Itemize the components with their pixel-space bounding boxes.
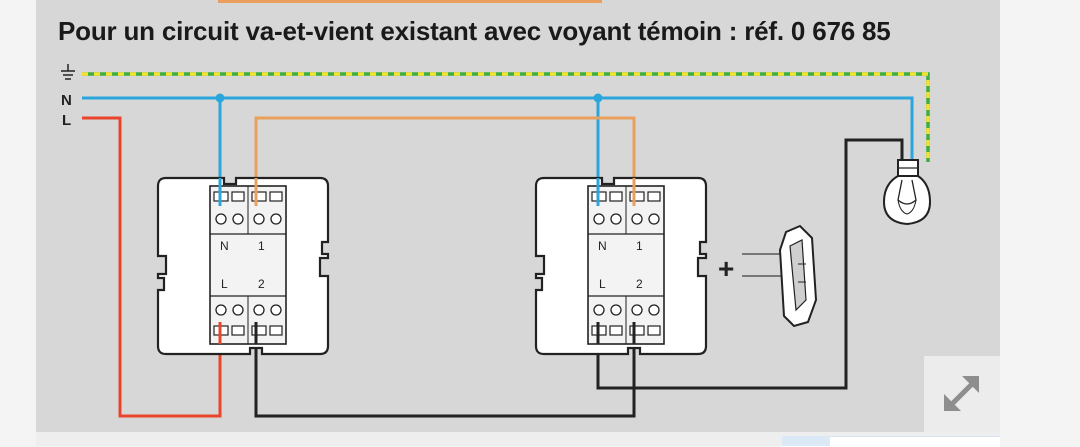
traveller-return-wire bbox=[254, 322, 636, 418]
switch-left-terminal-1: 1 bbox=[258, 239, 265, 253]
neutral-junction-right bbox=[593, 93, 603, 103]
bottom-strip bbox=[36, 432, 1000, 446]
switch-left-terminal-n: N bbox=[220, 239, 229, 253]
traveller-wire bbox=[254, 116, 636, 205]
neutral-junction-left bbox=[215, 93, 225, 103]
light-bulb-icon bbox=[882, 159, 932, 226]
bottom-tab[interactable] bbox=[782, 436, 1000, 447]
expand-button[interactable] bbox=[924, 356, 1000, 432]
neutral-label: N bbox=[61, 92, 72, 109]
switch-right-terminal-l: L bbox=[599, 277, 606, 291]
indicator-light-module-icon bbox=[742, 224, 818, 328]
switch-right: N 1 L 2 bbox=[534, 176, 708, 356]
switch-right-terminal-1: 1 bbox=[636, 239, 643, 253]
switch-left-terminal-l: L bbox=[221, 277, 228, 291]
expand-arrows-icon bbox=[944, 376, 979, 411]
earth-ground-icon bbox=[61, 64, 75, 80]
bottom-tab-accent bbox=[782, 436, 830, 446]
top-accent-bar bbox=[218, 0, 602, 3]
earth-wire bbox=[82, 72, 930, 162]
switch-left-terminal-2: 2 bbox=[258, 277, 265, 291]
switch-right-terminal-2: 2 bbox=[636, 277, 643, 291]
diagram-title: Pour un circuit va-et-vient existant ave… bbox=[58, 16, 891, 46]
lamp-return-wire bbox=[596, 138, 904, 390]
live-wire bbox=[82, 116, 222, 418]
switch-right-terminal-n: N bbox=[598, 239, 607, 253]
plus-sign: + bbox=[718, 253, 734, 284]
live-label: L bbox=[62, 112, 71, 129]
switch-left: N 1 L 2 bbox=[156, 176, 330, 356]
